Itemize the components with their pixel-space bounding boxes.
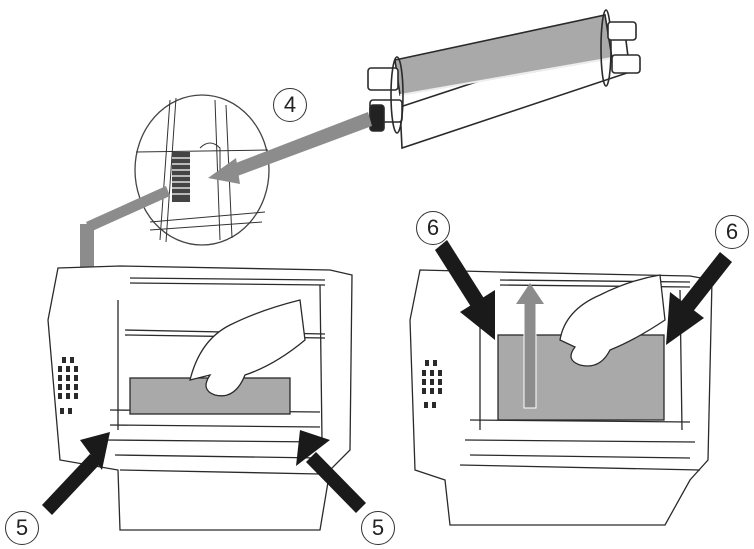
gray-arrow-step-4	[208, 112, 372, 184]
ribbon-roll	[367, 9, 641, 150]
black-arrow-step-5-right	[296, 430, 366, 513]
printer-left	[47, 265, 353, 531]
callout-step-6-left: 6	[416, 211, 450, 245]
callout-label: 5	[15, 515, 29, 540]
gear-detail-zoom	[134, 94, 270, 246]
black-arrow-step-5-left	[42, 432, 110, 515]
callout-step-6-right: 6	[715, 215, 749, 249]
callout-step-5-right: 5	[361, 511, 395, 545]
gray-arrow-step-6-up	[516, 283, 544, 409]
callout-label: 5	[371, 515, 385, 540]
black-arrow-step-6-left	[435, 240, 495, 340]
callout-label: 6	[725, 219, 739, 244]
callout-step-5-left: 5	[5, 511, 39, 545]
callout-step-4: 4	[273, 88, 307, 122]
printer-right	[409, 269, 713, 526]
callout-label: 6	[426, 215, 440, 240]
black-arrow-step-6-right	[666, 252, 732, 345]
callout-label: 4	[283, 92, 297, 117]
